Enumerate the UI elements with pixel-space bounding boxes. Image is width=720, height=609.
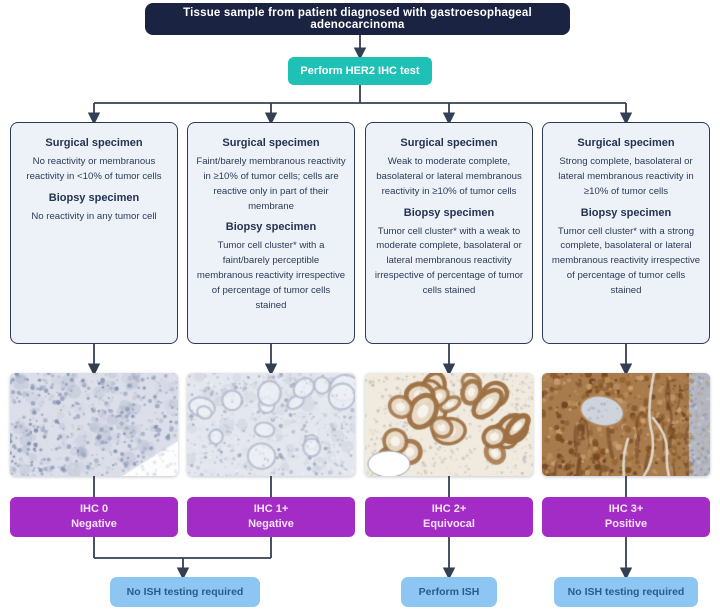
- criteria-panel-ihc3: Surgical specimen Strong complete, basol…: [542, 122, 710, 344]
- criteria-panel-ihc1: Surgical specimen Faint/barely membranou…: [187, 122, 355, 344]
- ihc-status-label: Negative: [248, 518, 294, 530]
- ihc-0-micrograph-canvas: [10, 373, 178, 476]
- biopsy-criteria-text: Tumor cell cluster* with a weak to moder…: [374, 225, 524, 297]
- ihc-3-micrograph-canvas: [542, 373, 710, 476]
- surgical-specimen-heading: Surgical specimen: [400, 137, 498, 149]
- ihc-score-label: IHC 0: [79, 502, 109, 515]
- outcome-label: No ISH testing required: [567, 586, 685, 598]
- surgical-specimen-heading: Surgical specimen: [45, 137, 143, 149]
- surgical-criteria-text: Faint/barely membranous reactivity in ≥1…: [196, 156, 346, 212]
- biopsy-criteria-text: Tumor cell cluster* with a faint/barely …: [196, 240, 346, 311]
- ihc-2-micrograph: [365, 373, 533, 476]
- ihc-status-label: Negative: [71, 518, 117, 530]
- outcome-box-perform-ish: Perform ISH: [401, 577, 497, 607]
- outcome-label: No ISH testing required: [126, 586, 244, 598]
- ihc-score-label: IHC 3+: [608, 502, 644, 515]
- perform-ihc-test-label: Perform HER2 IHC test: [300, 65, 420, 77]
- ihc-1-micrograph-canvas: [187, 373, 355, 476]
- outcome-label: Perform ISH: [418, 586, 480, 598]
- ihc-0-micrograph: [10, 373, 178, 476]
- perform-ihc-test-box: Perform HER2 IHC test: [288, 57, 432, 85]
- diagnosis-title-label: Tissue sample from patient diagnosed wit…: [183, 7, 532, 31]
- result-box-ihc1: IHC 1+ Negative: [187, 497, 355, 537]
- ihc-score-label: IHC 1+: [253, 502, 289, 515]
- ihc-status-label: Equivocal: [423, 518, 475, 530]
- criteria-panel-ihc2: Surgical specimen Weak to moderate compl…: [365, 122, 533, 344]
- diagnosis-title-box: Tissue sample from patient diagnosed wit…: [145, 3, 570, 35]
- criteria-panel-ihc0: Surgical specimen No reactivity or membr…: [10, 122, 178, 344]
- surgical-specimen-heading: Surgical specimen: [222, 137, 320, 149]
- surgical-criteria-text: Strong complete, basolateral or lateral …: [558, 156, 694, 197]
- outcome-box-no-ish-negative: No ISH testing required: [110, 577, 260, 607]
- surgical-criteria-text: Weak to moderate complete, basolateral o…: [376, 156, 522, 197]
- result-box-ihc0: IHC 0 Negative: [10, 497, 178, 537]
- result-box-ihc2: IHC 2+ Equivocal: [365, 497, 533, 537]
- ihc-score-label: IHC 2+: [431, 502, 467, 515]
- biopsy-specimen-heading: Biopsy specimen: [225, 221, 317, 234]
- ihc-2-micrograph-canvas: [365, 373, 533, 476]
- biopsy-specimen-heading: Biopsy specimen: [580, 206, 672, 219]
- biopsy-specimen-heading: Biopsy specimen: [403, 206, 495, 219]
- surgical-specimen-heading: Surgical specimen: [577, 137, 675, 149]
- biopsy-criteria-text: Tumor cell cluster* with a strong comple…: [551, 225, 701, 297]
- ihc-3-micrograph: [542, 373, 710, 476]
- biopsy-criteria-text: No reactivity in any tumor cell: [31, 210, 157, 222]
- biopsy-specimen-heading: Biopsy specimen: [48, 191, 140, 204]
- ihc-1-micrograph: [187, 373, 355, 476]
- outcome-box-no-ish-positive: No ISH testing required: [554, 577, 698, 607]
- ihc-status-label: Positive: [604, 518, 648, 530]
- surgical-criteria-text: No reactivity or membranous reactivity i…: [26, 156, 162, 182]
- result-box-ihc3: IHC 3+ Positive: [542, 497, 710, 537]
